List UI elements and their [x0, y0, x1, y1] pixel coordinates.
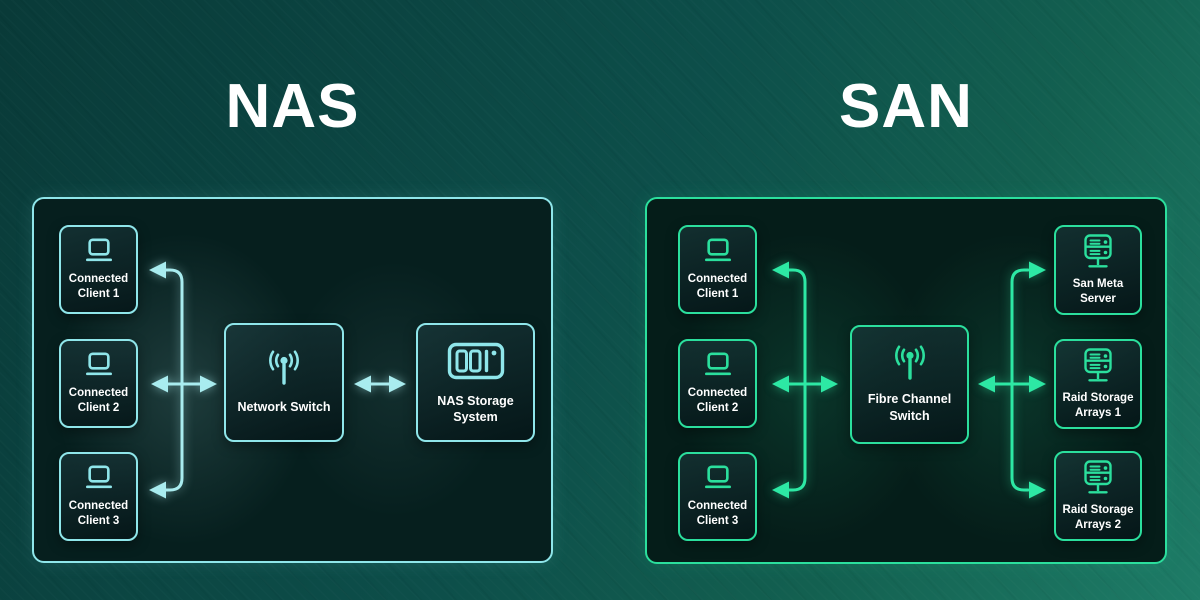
- node-label: Connected Client 2: [68, 386, 129, 414]
- laptop-icon: [699, 351, 737, 379]
- laptop-icon: [80, 237, 118, 265]
- san-raid-storage-1-box: Raid Storage Arrays 1: [1054, 339, 1142, 429]
- node-label: Connected Client 2: [687, 386, 748, 414]
- san-client-2-box: Connected Client 2: [678, 339, 757, 428]
- nas-client-bracket-arrow: [149, 261, 184, 499]
- laptop-icon: [699, 464, 737, 492]
- laptop-icon: [80, 464, 118, 492]
- node-label: Connected Client 1: [687, 272, 748, 300]
- node-label: Connected Client 3: [687, 499, 748, 527]
- san-fibre-channel-switch-box: Fibre Channel Switch: [850, 325, 969, 444]
- nas-storage-system-box: NAS Storage System: [416, 323, 535, 442]
- node-label: Connected Client 3: [68, 499, 129, 527]
- node-label: Raid Storage Arrays 2: [1062, 503, 1134, 531]
- antenna-icon: [887, 345, 933, 381]
- san-storage-bracket-arrow: [1010, 261, 1046, 499]
- node-label: San Meta Server: [1072, 277, 1124, 305]
- node-label: Raid Storage Arrays 1: [1062, 391, 1134, 419]
- nas-panel: Connected Client 1 Connected Client 2 Co…: [32, 197, 553, 563]
- san-title: SAN: [839, 72, 973, 141]
- laptop-icon: [699, 237, 737, 265]
- san-client-switch-double-arrow: [772, 375, 838, 393]
- san-client-3-box: Connected Client 3: [678, 452, 757, 541]
- nas-storage-icon: [447, 340, 505, 382]
- laptop-icon: [80, 351, 118, 379]
- node-label: Network Switch: [237, 399, 331, 414]
- san-client-bracket-arrow: [772, 261, 807, 499]
- san-client-1-box: Connected Client 1: [678, 225, 757, 314]
- nas-client-2-box: Connected Client 2: [59, 339, 138, 428]
- nas-title: NAS: [225, 72, 360, 141]
- san-raid-storage-2-box: Raid Storage Arrays 2: [1054, 451, 1142, 541]
- san-switch-storage-double-arrow: [978, 375, 1046, 393]
- server-icon: [1076, 347, 1120, 384]
- node-label: Connected Client 1: [68, 272, 129, 300]
- nas-client-switch-double-arrow: [151, 375, 217, 393]
- server-icon: [1076, 459, 1120, 496]
- server-icon: [1076, 233, 1120, 270]
- nas-client-1-box: Connected Client 1: [59, 225, 138, 314]
- antenna-icon: [261, 350, 307, 386]
- san-meta-server-box: San Meta Server: [1054, 225, 1142, 315]
- nas-network-switch-box: Network Switch: [224, 323, 344, 442]
- node-label: NAS Storage System: [437, 393, 514, 425]
- node-label: Fibre Channel Switch: [867, 392, 952, 423]
- nas-switch-storage-double-arrow: [354, 375, 406, 393]
- nas-client-3-box: Connected Client 3: [59, 452, 138, 541]
- san-panel: Connected Client 1 Connected Client 2 Co…: [645, 197, 1167, 564]
